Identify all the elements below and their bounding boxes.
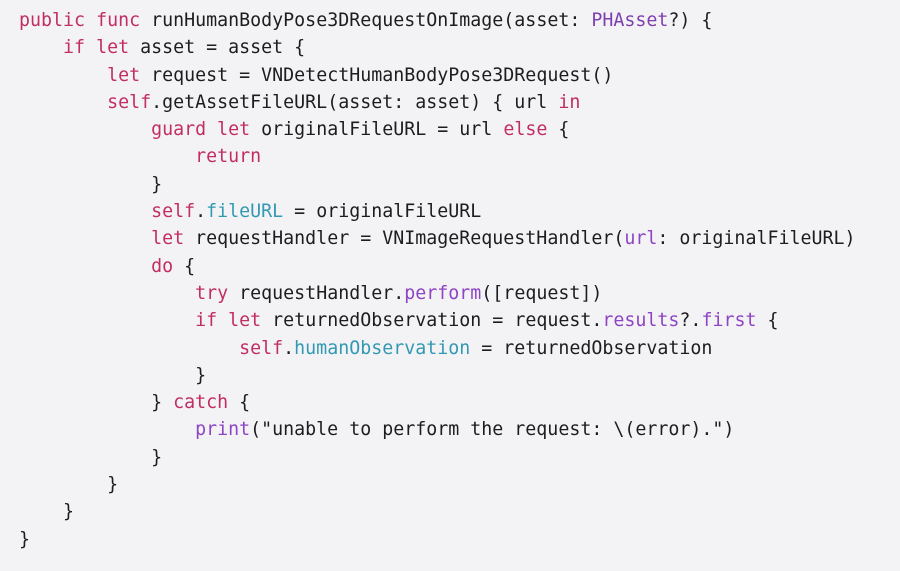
- code-indent: [19, 174, 151, 195]
- code-indent: [19, 474, 107, 495]
- code-token: catch: [173, 392, 229, 414]
- code-token: let: [96, 37, 130, 59]
- code-token: }: [19, 528, 31, 550]
- code-token: : originalFileURL): [657, 228, 856, 250]
- code-token: [217, 310, 228, 331]
- code-line: guard let originalFileURL = url else {: [19, 116, 900, 143]
- code-line: let request = VNDetectHumanBodyPose3DReq…: [19, 62, 900, 89]
- code-token: }: [63, 501, 75, 523]
- code-token: }: [151, 173, 163, 195]
- code-indent: [19, 146, 195, 167]
- code-token: PHAsset: [591, 10, 669, 31]
- code-token: try: [195, 282, 229, 304]
- code-token: }: [151, 446, 163, 468]
- code-token: url: [624, 228, 658, 250]
- code-line: self.getAssetFileURL(asset: asset) { url…: [19, 89, 900, 116]
- code-indent: [19, 283, 195, 304]
- code-line: return: [19, 143, 900, 170]
- code-token: returnedObservation = request.: [261, 310, 603, 332]
- code-token: return: [195, 146, 262, 168]
- code-token: first: [701, 310, 757, 332]
- code-token: asset = asset {: [129, 37, 306, 59]
- code-indent: [19, 419, 195, 440]
- code-token: do: [151, 255, 174, 277]
- code-token: .getAssetFileURL(asset: asset) { url: [151, 91, 559, 113]
- code-token: print: [195, 419, 251, 441]
- code-token: {: [756, 310, 779, 332]
- code-indent: [19, 37, 63, 58]
- code-token: ("unable to perform the request: \(error…: [250, 419, 735, 441]
- code-token: let: [217, 119, 251, 141]
- code-indent: [19, 338, 239, 359]
- code-line: try requestHandler.perform([request]): [19, 280, 900, 307]
- code-line: let requestHandler = VNImageRequestHandl…: [19, 225, 900, 252]
- code-token: }: [195, 364, 207, 386]
- code-indent: [19, 447, 151, 468]
- code-line: do {: [19, 253, 900, 280]
- code-token: requestHandler = VNImageRequestHandler(: [184, 228, 625, 250]
- code-token: func: [96, 10, 141, 31]
- code-indent: [19, 201, 151, 222]
- code-token: [85, 37, 96, 58]
- code-token: = originalFileURL: [283, 201, 482, 223]
- code-indent: [19, 92, 107, 113]
- code-token: self: [239, 337, 284, 359]
- code-token: {: [547, 119, 570, 141]
- code-token: [206, 119, 217, 140]
- code-line: }: [19, 444, 900, 471]
- code-line: }: [19, 526, 900, 553]
- code-token: runHumanBodyPose3DRequestOnImage(asset:: [140, 10, 592, 31]
- code-token: self: [151, 201, 196, 223]
- code-token: public: [19, 10, 86, 31]
- code-token: .: [195, 201, 207, 223]
- code-token: perform: [404, 282, 482, 304]
- code-token: ?.: [679, 310, 702, 332]
- code-line: self.humanObservation = returnedObservat…: [19, 335, 900, 362]
- code-indent: [19, 310, 195, 331]
- code-token: requestHandler.: [228, 282, 405, 304]
- code-indent: [19, 501, 63, 522]
- code-indent: [19, 228, 151, 249]
- code-token: let: [228, 310, 262, 332]
- code-indent: [19, 392, 151, 413]
- code-line: }: [19, 471, 900, 498]
- code-line: self.fileURL = originalFileURL: [19, 198, 900, 225]
- code-token: results: [602, 310, 680, 332]
- code-token: ?) {: [668, 10, 713, 31]
- code-token: if: [63, 37, 86, 59]
- code-token: {: [173, 255, 196, 277]
- code-token: guard: [151, 119, 207, 141]
- code-token: let: [107, 64, 141, 86]
- code-token: humanObservation: [294, 337, 471, 359]
- code-token: originalFileURL = url: [250, 119, 504, 141]
- code-line: print("unable to perform the request: \(…: [19, 416, 900, 443]
- code-token: if: [195, 310, 218, 332]
- code-token: in: [558, 91, 581, 113]
- code-token: }: [151, 392, 174, 414]
- code-line: } catch {: [19, 389, 900, 416]
- code-indent: [19, 65, 107, 86]
- code-token: request = VNDetectHumanBodyPose3DRequest…: [140, 64, 614, 86]
- code-token: let: [151, 228, 185, 250]
- code-line: }: [19, 171, 900, 198]
- code-token: [85, 10, 96, 31]
- code-token: .: [283, 337, 295, 359]
- code-token: self: [107, 91, 152, 113]
- code-token: ([request]): [481, 282, 603, 304]
- code-line: }: [19, 498, 900, 525]
- code-token: fileURL: [206, 201, 284, 223]
- code-line: if let asset = asset {: [19, 34, 900, 61]
- code-indent: [19, 119, 151, 140]
- code-indent: [19, 256, 151, 277]
- code-token: else: [503, 119, 548, 141]
- code-line: }: [19, 362, 900, 389]
- code-token: {: [228, 392, 251, 414]
- code-token: }: [107, 474, 119, 496]
- code-line: public func runHumanBodyPose3DRequestOnI…: [19, 7, 900, 34]
- code-line: if let returnedObservation = request.res…: [19, 307, 900, 334]
- code-token: = returnedObservation: [470, 337, 713, 359]
- code-indent: [19, 365, 195, 386]
